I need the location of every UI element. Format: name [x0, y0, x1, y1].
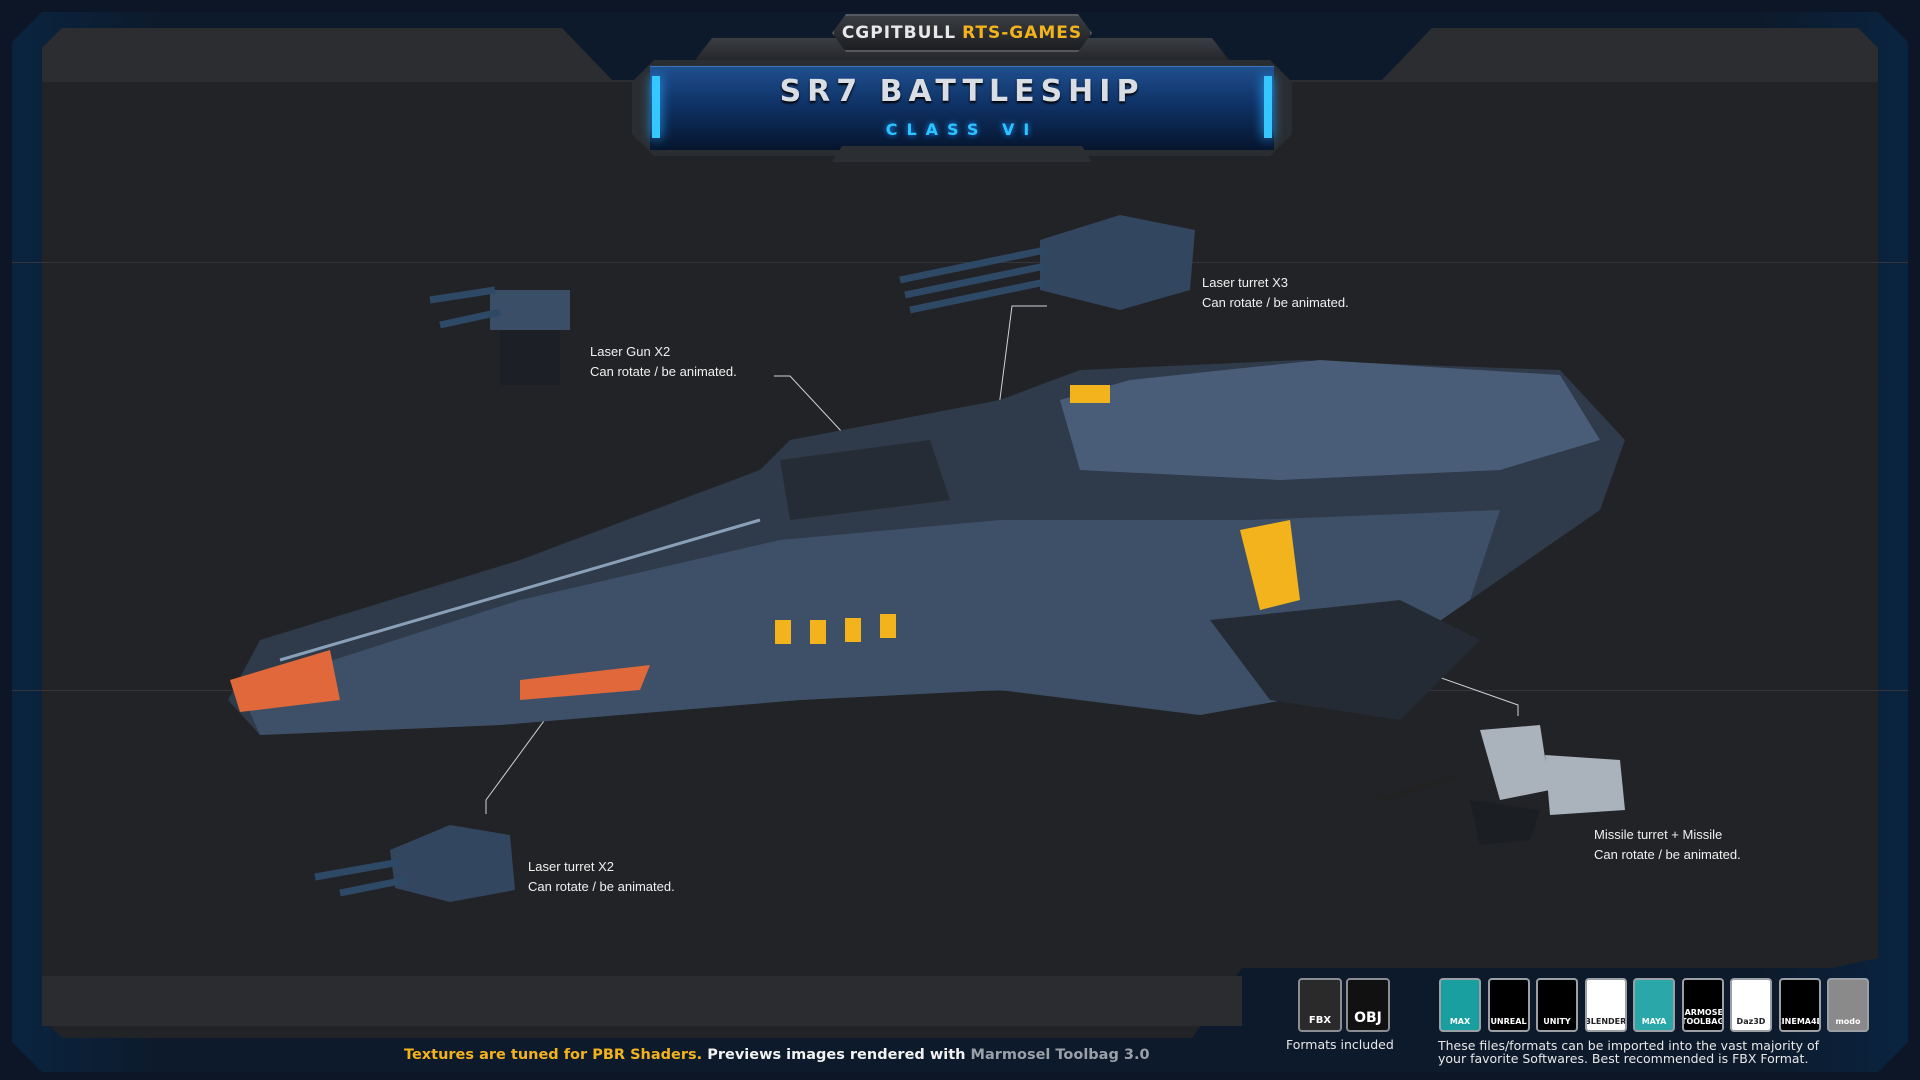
- brand-suffix: RTS-GAMES: [962, 23, 1083, 43]
- leader-line-turret-x3: [996, 305, 1047, 423]
- software-icon-marmoset-toolbag: MARMOSET TOOLBAG: [1681, 978, 1724, 1032]
- formats-caption: Formats included: [1286, 1037, 1394, 1052]
- fbx-format-icon: FBX: [1298, 978, 1342, 1032]
- battleship-model: [228, 360, 1625, 735]
- title-banner: CGPITBULL RTS-GAMES SR7 BATTLESHIP CLASS…: [632, 14, 1292, 162]
- divider: [12, 262, 1908, 263]
- page-subtitle: CLASS VI: [885, 120, 1039, 139]
- missile-turret-model: [1379, 725, 1625, 845]
- software-icon-modo: modo: [1827, 978, 1869, 1032]
- banner-screen: [650, 66, 1274, 150]
- software-caption: These files/formats can be imported into…: [1438, 1039, 1819, 1065]
- callout-missile-turret: Missile turret + Missile Can rotate / be…: [1594, 825, 1741, 865]
- callout-desc: Can rotate / be animated.: [1202, 295, 1349, 310]
- obj-format-icon: OBJ: [1346, 978, 1390, 1032]
- callout-title: Missile turret + Missile: [1594, 827, 1723, 842]
- software-icon-cinema4d: CINEMA4D: [1778, 978, 1821, 1032]
- software-icon-unreal: UNREAL: [1487, 978, 1530, 1032]
- callout-desc: Can rotate / be animated.: [1594, 847, 1741, 862]
- caption-line: your favorite Softwares. Best recommende…: [1438, 1051, 1809, 1066]
- banner-bottom-plate: [832, 146, 1092, 162]
- callout-laser-turret-x2: Laser turret X2 Can rotate / be animated…: [528, 857, 675, 897]
- laser-gun-model: [429, 286, 570, 385]
- software-icon-daz3d: Daz3D: [1730, 978, 1772, 1032]
- software-icon-maya: MAYA: [1633, 978, 1675, 1032]
- glow-light-left: [652, 76, 660, 138]
- caption-line: These files/formats can be imported into…: [1438, 1038, 1820, 1053]
- software-icon-blender: BLENDER: [1584, 978, 1627, 1032]
- callout-laser-turret-x3: Laser turret X3 Can rotate / be animated…: [1202, 273, 1349, 313]
- page-title: SR7 BATTLESHIP: [779, 74, 1145, 109]
- callout-title: Laser turret X2: [528, 859, 614, 874]
- laser-turret-x3-model: [899, 215, 1195, 314]
- footer-note: Textures are tuned for PBR Shaders. Prev…: [404, 1047, 1150, 1063]
- brand-name: CGPITBULL: [841, 23, 957, 43]
- bottom-band: [42, 976, 1242, 1026]
- callout-laser-gun: Laser Gun X2 Can rotate / be animated.: [590, 342, 737, 382]
- laser-turret-x2-model: [314, 825, 515, 902]
- footer-software: Marmosel Toolbag 3.0: [970, 1047, 1150, 1063]
- software-icon-unity: UNITY: [1536, 978, 1578, 1032]
- callout-desc: Can rotate / be animated.: [590, 364, 737, 379]
- software-icon-max: MAX: [1439, 978, 1481, 1032]
- callout-title: Laser Gun X2: [590, 344, 671, 359]
- footer-text: Previews images rendered with: [702, 1047, 971, 1063]
- brand-plate: CGPITBULL RTS-GAMES: [832, 14, 1092, 52]
- footer-highlight: Textures are tuned for PBR Shaders.: [404, 1047, 703, 1063]
- callout-desc: Can rotate / be animated.: [528, 879, 675, 894]
- callout-title: Laser turret X3: [1202, 275, 1288, 290]
- glow-light-right: [1264, 76, 1272, 138]
